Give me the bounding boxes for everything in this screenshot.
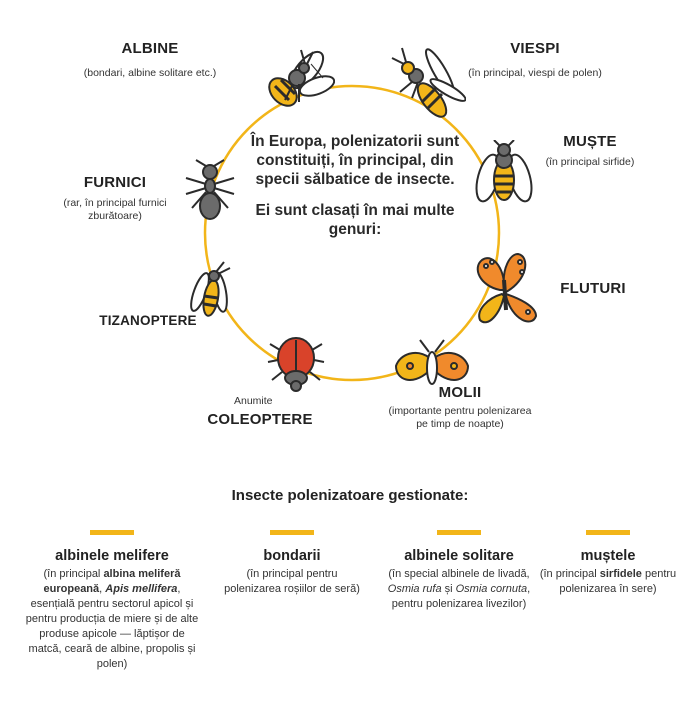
accent-bar [90, 530, 134, 535]
text-span: (în special albinele de livadă, [388, 568, 530, 580]
center-intro-line1: În Europa, polenizatorii sunt constituiț… [250, 133, 460, 188]
bee-icon [268, 49, 335, 107]
hoverfly-icon [475, 140, 533, 203]
managed-col-text: (în special albinele de livadă, Osmia ru… [384, 567, 534, 612]
ant-icon [185, 159, 235, 220]
text-bold: albina meliferă europeană [43, 568, 181, 595]
butterfly-icon [476, 253, 537, 324]
group-muste-sub: (în principal sirfide) [545, 156, 635, 168]
managed-col-text: (în principal sirfidele pentru polenizar… [538, 567, 678, 597]
text-span: , [99, 583, 106, 595]
managed-col-honeybees: albinele melifere (în principal albina m… [24, 530, 200, 672]
text-span: și [441, 583, 456, 595]
managed-col-title: albinele melifere [55, 548, 169, 564]
managed-col-solitary-bees: albinele solitare (în special albinele d… [384, 530, 534, 612]
group-albine-sub: (bondari, albine solitare etc.) [83, 67, 217, 79]
group-albine-name: ALBINE [121, 40, 179, 57]
group-coleoptere-name: COLEOPTERE [207, 411, 313, 428]
group-furnici-sub: (rar, în principal furnici zburătoare) [63, 197, 167, 222]
moth-icon [395, 339, 469, 385]
group-fluturi-name: FLUTURI [560, 280, 626, 297]
text-span: (în principal [539, 568, 600, 580]
group-viespi: VIESPI (în principal, viespi de polen) [445, 40, 625, 80]
group-coleoptere: Anumite COLEOPTERE [200, 395, 320, 428]
text-span: , esențială pentru sectorul apicol și pe… [25, 583, 199, 670]
group-muste: MUȘTE (în principal sirfide) [520, 133, 660, 169]
group-coleoptere-prefix: Anumite [234, 395, 273, 407]
group-viespi-name: VIESPI [510, 40, 560, 57]
center-intro-line2: Ei sunt clasați în mai multe genuri: [255, 202, 455, 238]
managed-col-text: (în principal pentru polenizarea roșiilo… [222, 567, 362, 597]
group-muste-name: MUȘTE [563, 133, 617, 150]
center-intro: În Europa, polenizatorii sunt constituiț… [250, 132, 460, 251]
group-furnici: FURNICI (rar, în principal furnici zbură… [60, 174, 170, 223]
beetle-icon [267, 337, 325, 392]
group-molii-name: MOLII [438, 384, 482, 401]
text-italic: Osmia cornuta [455, 583, 528, 595]
group-viespi-sub: (în principal, viespi de polen) [468, 67, 602, 79]
managed-title: Insecte polenizatoare gestionate: [231, 487, 469, 504]
managed-col-title: bondarii [263, 548, 321, 564]
managed-col-title: albinele solitare [404, 548, 514, 564]
managed-col-text: (în principal albina meliferă europeană,… [24, 567, 200, 672]
text-bold: sirfidele [599, 568, 642, 580]
text-italic: Osmia rufa [387, 583, 442, 595]
managed-col-flies: muștele (în principal sirfidele pentru p… [538, 530, 678, 597]
text-span: , pentru polenizarea livezilor) [391, 583, 531, 610]
group-molii-sub: (importante pentru polenizarea pe timp d… [388, 405, 532, 430]
group-furnici-name: FURNICI [83, 174, 147, 191]
managed-col-title: muștele [580, 548, 636, 564]
managed-col-bumblebees: bondarii (în principal pentru polenizare… [222, 530, 362, 597]
group-tizanoptere-name: TIZANOPTERE [99, 313, 197, 328]
accent-bar [437, 530, 481, 535]
accent-bar [586, 530, 630, 535]
text-span: (în principal pentru polenizarea roșiilo… [224, 568, 360, 595]
group-molii: MOLII (importante pentru polenizarea pe … [385, 384, 535, 431]
thrips-icon [190, 261, 231, 317]
wasp-icon [391, 47, 466, 118]
text-span: (în principal [43, 568, 104, 580]
text-span: pentru polenizarea în sere) [559, 568, 677, 595]
group-fluturi: FLUTURI [548, 280, 638, 297]
group-albine: ALBINE (bondari, albine solitare etc.) [60, 40, 240, 80]
group-tizanoptere: TIZANOPTERE [88, 313, 208, 328]
text-italic: Apis mellifera [105, 583, 178, 595]
accent-bar [270, 530, 314, 535]
